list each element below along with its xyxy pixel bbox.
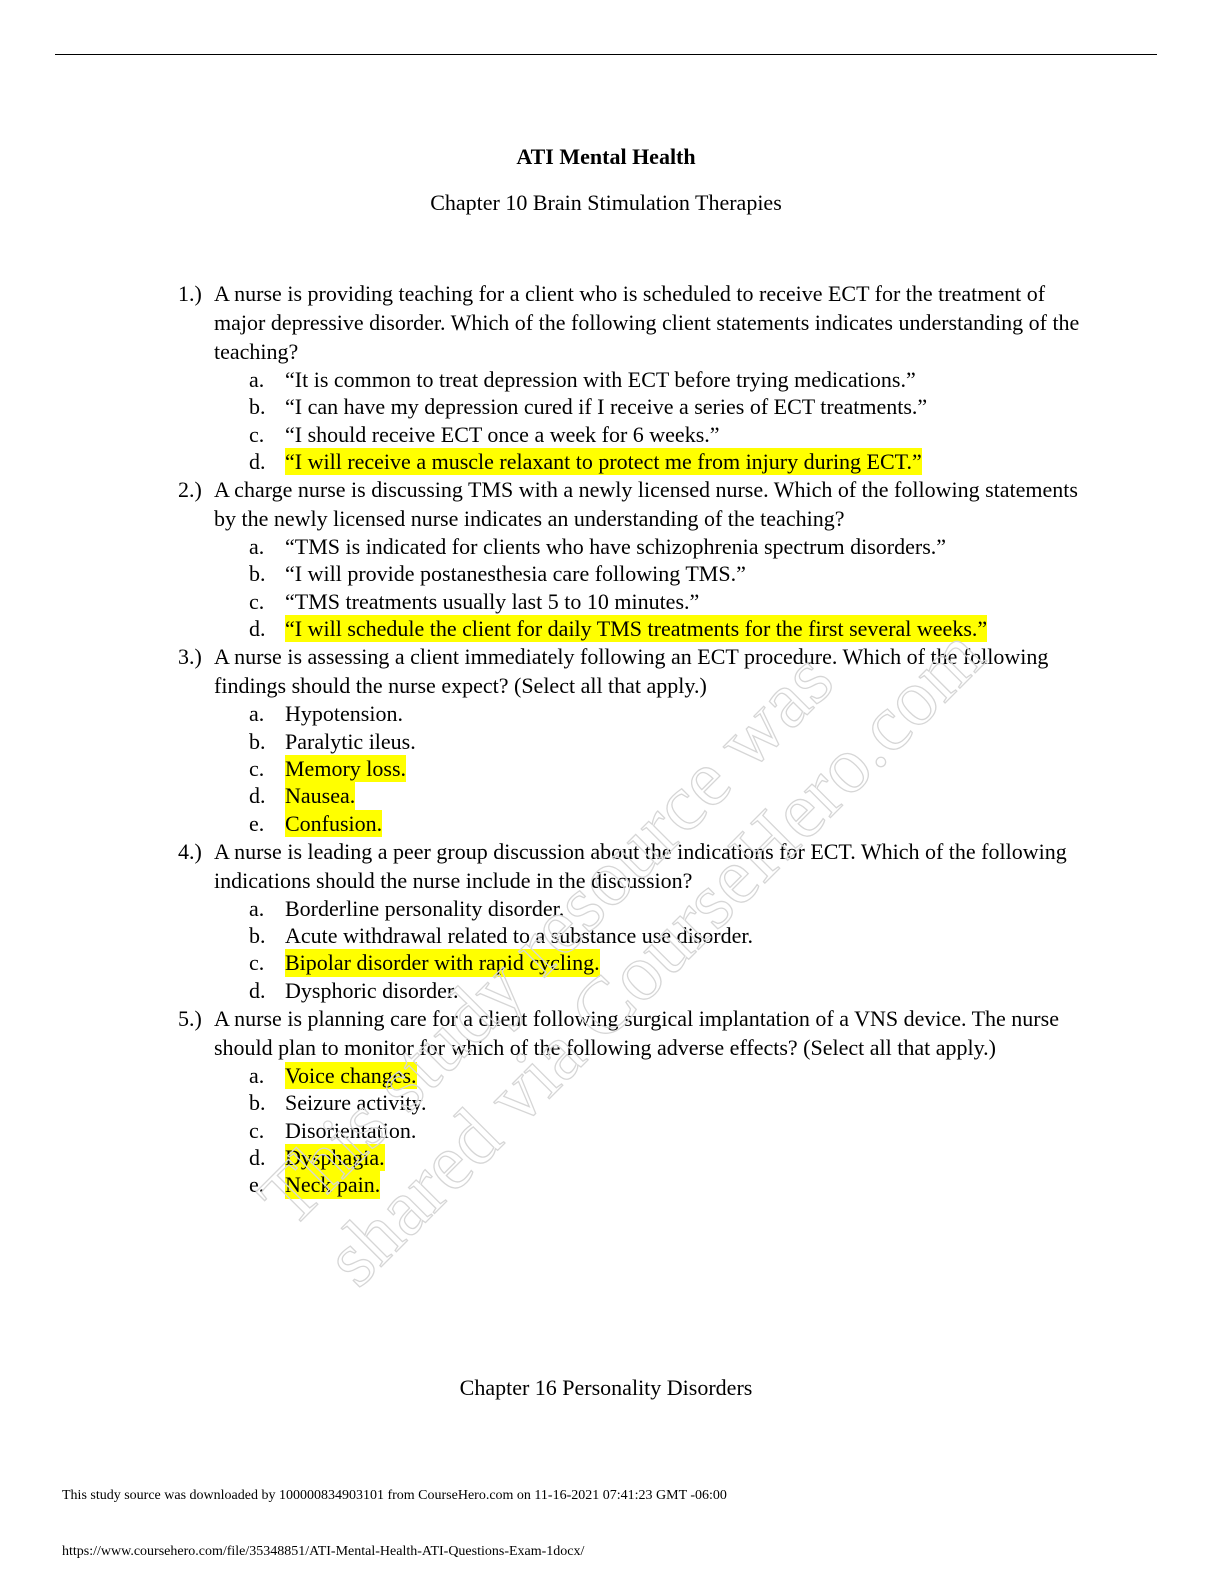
document-title: ATI Mental Health — [516, 144, 696, 169]
highlighted-answer-text: Confusion. — [285, 809, 383, 837]
question-text: A nurse is assessing a client immediatel… — [214, 644, 1049, 699]
question-text: A nurse is leading a peer group discussi… — [214, 838, 1067, 893]
answer-option: c. Disorientation. — [0, 1117, 1224, 1144]
option-letter: d. — [249, 783, 266, 809]
option-text: Borderline personality disorder. — [285, 895, 565, 921]
highlighted-answer-text: Neck pain. — [285, 1171, 381, 1199]
answer-option: a. Hypotension. — [0, 700, 1224, 727]
answer-option-correct: e. Neck pain. — [0, 1171, 1224, 1199]
option-letter: d. — [249, 448, 266, 474]
question-number: 4.) — [178, 838, 202, 864]
question-number: 2.) — [178, 477, 202, 503]
highlighted-answer-text: Memory loss. — [285, 754, 406, 783]
answer-option: a. Borderline personality disorder. — [0, 895, 1224, 922]
highlighted-answer-text: Dysphagia. — [285, 1143, 385, 1172]
option-letter: a. — [249, 1063, 265, 1089]
answer-option-correct: c. Memory loss. — [0, 754, 1224, 783]
answer-option: a. “It is common to treat depression with… — [0, 366, 1224, 393]
question-3: 3.) A nurse is assessing a client immedia… — [0, 642, 1224, 837]
option-letter: c. — [249, 950, 265, 976]
option-letter: e. — [249, 1172, 265, 1198]
question-1: 1.) A nurse is providing teaching for a c… — [0, 279, 1224, 476]
answer-option: c. “I should receive ECT once a week for … — [0, 421, 1224, 448]
question-number: 5.) — [178, 1006, 202, 1032]
option-text: “I should receive ECT once a week for 6 … — [285, 421, 720, 447]
option-letter: a. — [249, 367, 265, 392]
option-text: “It is common to treat depression with E… — [285, 367, 916, 392]
answer-option: b. Seizure activity. — [0, 1089, 1224, 1116]
option-letter: b. — [249, 728, 266, 754]
option-text: Dysphoric disorder. — [285, 977, 459, 1003]
option-letter: c. — [249, 1117, 265, 1143]
option-letter: b. — [249, 1090, 266, 1116]
answer-option-correct: d. Nausea. — [0, 782, 1224, 810]
question-number: 3.) — [178, 644, 202, 670]
source-url[interactable]: https://www.coursehero.com/file/35348851… — [62, 1544, 585, 1559]
option-letter: c. — [249, 421, 265, 447]
chapter-16-heading: Chapter 16 Personality Disorders — [459, 1375, 753, 1400]
option-letter: d. — [249, 977, 266, 1003]
question-text: A nurse is providing teaching for a clie… — [214, 281, 1080, 364]
answer-option: b. “I will provide postanesthesia care fo… — [0, 560, 1224, 587]
answer-option: b. Acute withdrawal related to a substanc… — [0, 922, 1224, 949]
top-rule — [55, 54, 1157, 55]
question-text: A nurse is planning care for a client fo… — [214, 1006, 1059, 1061]
answer-option-correct: d. “I will schedule the client for daily … — [0, 615, 1224, 643]
option-text: “I can have my depression cured if I rec… — [285, 394, 928, 420]
option-letter: c. — [249, 755, 265, 781]
option-text: Seizure activity. — [285, 1090, 427, 1116]
answer-option: a. “TMS is indicated for clients who have… — [0, 533, 1224, 560]
option-text: Acute withdrawal related to a substance … — [285, 923, 753, 949]
highlighted-answer-text: Nausea. — [285, 782, 356, 810]
question-2: 2.) A charge nurse is discussing TMS with… — [0, 475, 1224, 643]
option-letter: e. — [249, 810, 265, 836]
download-notice: This study source was downloaded by 1000… — [62, 1488, 727, 1503]
highlighted-answer-text: Bipolar disorder with rapid cycling. — [285, 949, 600, 977]
question-5: 5.) A nurse is planning care for a client… — [0, 1004, 1224, 1199]
option-letter: c. — [249, 588, 265, 614]
answer-option: b. Paralytic ileus. — [0, 728, 1224, 755]
question-number: 1.) — [178, 281, 202, 306]
option-text: “TMS treatments usually last 5 to 10 min… — [285, 588, 700, 614]
chapter-10-heading: Chapter 10 Brain Stimulation Therapies — [430, 190, 782, 215]
option-text: Paralytic ileus. — [285, 728, 416, 754]
answer-option-correct: e. Confusion. — [0, 809, 1224, 837]
option-letter: d. — [249, 1144, 266, 1170]
highlighted-answer-text: “I will schedule the client for daily TM… — [285, 615, 988, 643]
option-text: Hypotension. — [285, 701, 403, 727]
answer-option-correct: c. Bipolar disorder with rapid cycling. — [0, 949, 1224, 977]
question-4: 4.) A nurse is leading a peer group discu… — [0, 837, 1224, 1004]
answer-option-correct: a. Voice changes. — [0, 1062, 1224, 1090]
answer-option-correct: d. “I will receive a muscle relaxant to p… — [0, 447, 1224, 476]
option-letter: b. — [249, 561, 266, 587]
answer-option-correct: d. Dysphagia. — [0, 1143, 1224, 1172]
option-letter: a. — [249, 534, 265, 560]
option-letter: b. — [249, 394, 266, 420]
option-letter: b. — [249, 923, 266, 949]
highlighted-answer-text: Voice changes. — [285, 1062, 417, 1090]
option-text: Disorientation. — [285, 1117, 417, 1143]
option-text: “I will provide postanesthesia care foll… — [285, 561, 746, 587]
option-text: “TMS is indicated for clients who have s… — [285, 534, 947, 560]
option-letter: a. — [249, 895, 265, 921]
answer-option: c. “TMS treatments usually last 5 to 10 m… — [0, 588, 1224, 615]
answer-option: d. Dysphoric disorder. — [0, 977, 1224, 1004]
answer-option: b. “I can have my depression cured if I r… — [0, 393, 1224, 420]
question-list: 1.) A nurse is providing teaching for a c… — [0, 279, 1224, 1199]
highlighted-answer-text: “I will receive a muscle relaxant to pro… — [285, 447, 922, 476]
question-text: A charge nurse is discussing TMS with a … — [214, 477, 1078, 532]
option-letter: a. — [249, 701, 265, 727]
option-letter: d. — [249, 616, 266, 642]
